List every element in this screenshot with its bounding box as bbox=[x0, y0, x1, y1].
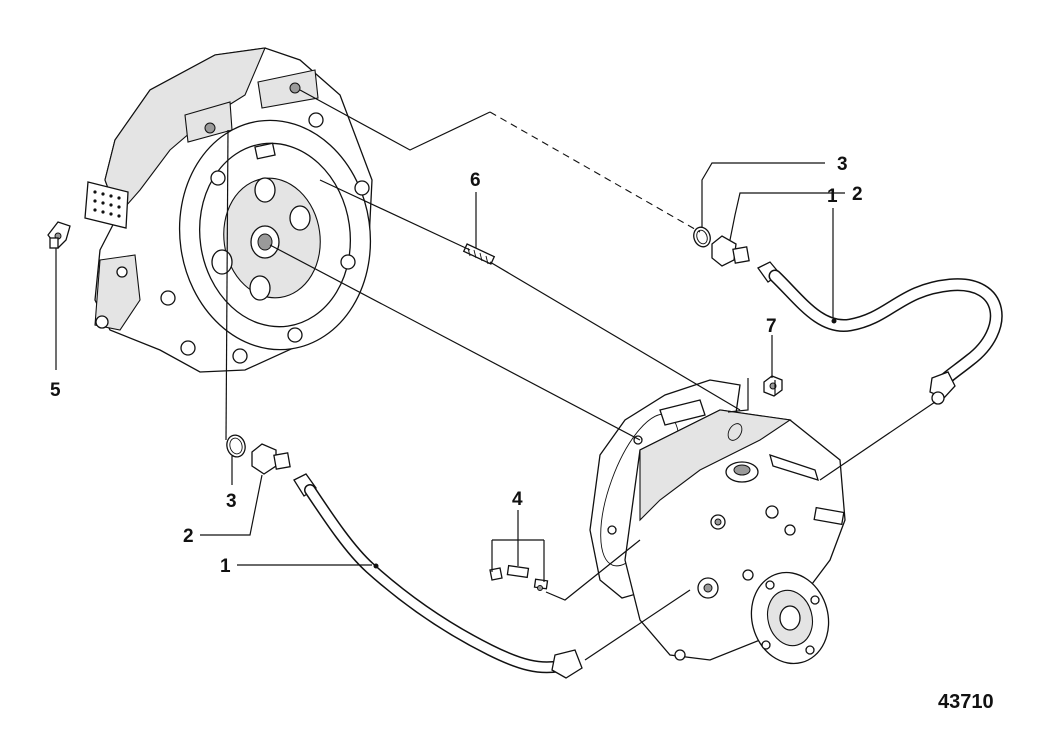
callout-6: 6 bbox=[470, 170, 481, 191]
sensor-clip bbox=[47, 221, 71, 249]
callout-3-lower: 3 bbox=[226, 491, 237, 512]
callout-7: 7 bbox=[766, 316, 777, 337]
drawing-number: 43710 bbox=[938, 691, 994, 713]
callout-3-upper: 3 bbox=[837, 154, 848, 175]
nut bbox=[763, 375, 783, 397]
callout-leaders bbox=[55, 162, 845, 582]
upper-oring bbox=[693, 226, 711, 248]
assembly-lines bbox=[225, 89, 936, 661]
callout-labels: 3 2 1 7 6 5 4 3 2 1 bbox=[50, 154, 863, 577]
upper-cooler-hose bbox=[757, 261, 1003, 405]
upper-adapter-fitting bbox=[711, 235, 750, 267]
callout-1-upper: 1 bbox=[827, 186, 838, 207]
lower-oring bbox=[226, 434, 246, 458]
callout-2-upper: 2 bbox=[852, 184, 863, 205]
flywheel-housing bbox=[84, 47, 373, 373]
lower-cooler-hose bbox=[293, 473, 583, 679]
sensor-assembly bbox=[489, 564, 549, 591]
callout-2-lower: 2 bbox=[183, 526, 194, 547]
callout-4: 4 bbox=[512, 489, 523, 510]
callout-5: 5 bbox=[50, 380, 61, 401]
callout-1-lower: 1 bbox=[220, 556, 231, 577]
lower-adapter-fitting bbox=[251, 443, 291, 475]
stud bbox=[462, 243, 496, 265]
transmission bbox=[589, 379, 846, 665]
